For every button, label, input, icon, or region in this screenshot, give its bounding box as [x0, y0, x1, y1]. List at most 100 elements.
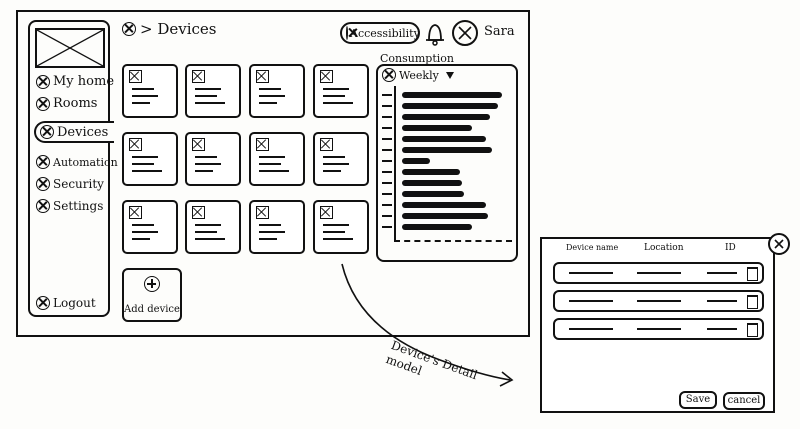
sidebar-item-my-home[interactable]: My home	[36, 74, 114, 89]
notification-bell-icon[interactable]	[424, 20, 446, 46]
chart-tick	[382, 149, 392, 151]
device-icon	[192, 206, 205, 219]
device-card[interactable]	[185, 200, 241, 254]
device-card-line	[195, 156, 217, 158]
annotation-arrow	[341, 263, 514, 387]
device-card-line	[132, 163, 154, 165]
column-header-location: Location	[644, 243, 684, 253]
chart-bar	[402, 136, 486, 142]
device-card-line	[132, 238, 150, 240]
device-card[interactable]	[249, 64, 305, 118]
device-card[interactable]	[249, 132, 305, 186]
device-card[interactable]	[313, 64, 369, 118]
devices-breadcrumb-icon	[122, 22, 136, 36]
consumption-title: Consumption	[380, 52, 454, 65]
device-card-line	[195, 102, 225, 104]
chart-bar	[402, 92, 502, 98]
device-detail-modal	[540, 237, 775, 413]
device-card-line	[259, 163, 281, 165]
device-card-line	[132, 156, 158, 158]
device-icon	[256, 206, 269, 219]
device-card[interactable]	[185, 132, 241, 186]
sidebar-item-automation[interactable]: Automation	[36, 155, 118, 169]
add-device-button[interactable]: Add device	[122, 268, 182, 322]
chart-bar	[402, 213, 488, 219]
accessibility-button[interactable]: Accessibility	[340, 22, 420, 44]
app-frame	[16, 10, 530, 337]
device-card-line	[259, 170, 289, 172]
save-button[interactable]: Save	[679, 391, 717, 409]
cancel-button[interactable]: cancel	[723, 392, 765, 410]
sidebar-item-settings[interactable]: Settings	[36, 199, 103, 213]
chart-tick	[382, 116, 392, 118]
modal-close-button[interactable]	[768, 233, 790, 255]
logout-button[interactable]: Logout	[36, 296, 96, 310]
sidebar-item-rooms[interactable]: Rooms	[36, 96, 97, 111]
device-card-line	[195, 238, 225, 240]
device-card-line	[195, 95, 217, 97]
device-card-line	[132, 170, 162, 172]
device-card-line	[259, 224, 281, 226]
trash-icon[interactable]	[747, 323, 758, 337]
table-row[interactable]	[553, 290, 764, 312]
device-icon	[320, 138, 333, 151]
chart-bar	[402, 147, 492, 153]
user-name: Sara	[484, 24, 515, 39]
device-card-line	[259, 156, 285, 158]
device-card-line	[195, 224, 221, 226]
chart-bar	[402, 169, 460, 175]
device-card[interactable]	[185, 64, 241, 118]
sidebar-item-devices[interactable]: Devices	[34, 121, 114, 143]
device-card-line	[323, 88, 349, 90]
period-dropdown[interactable]: Weekly	[382, 68, 454, 82]
table-row[interactable]	[553, 262, 764, 284]
close-icon	[774, 239, 784, 249]
accessibility-icon	[346, 26, 348, 40]
trash-icon[interactable]	[747, 267, 758, 281]
chart-tick	[382, 226, 392, 228]
device-card[interactable]	[313, 200, 369, 254]
security-icon	[36, 177, 50, 191]
settings-icon	[36, 199, 50, 213]
device-card-line	[323, 156, 345, 158]
user-avatar[interactable]	[452, 20, 478, 46]
period-icon	[382, 68, 396, 82]
automation-icon	[36, 155, 50, 169]
device-card-line	[132, 102, 150, 104]
chart-bar	[402, 202, 486, 208]
chart-bar	[402, 191, 464, 197]
chart-tick	[382, 127, 392, 129]
devices-icon	[40, 125, 54, 139]
device-card-line	[323, 102, 353, 104]
device-card[interactable]	[313, 132, 369, 186]
chart-tick	[382, 94, 392, 96]
chart-bar	[402, 114, 490, 120]
chart-bar	[402, 180, 462, 186]
device-card[interactable]	[122, 132, 178, 186]
device-card-line	[132, 88, 154, 90]
device-card-line	[259, 231, 285, 233]
device-card-line	[259, 95, 285, 97]
device-icon	[129, 138, 142, 151]
device-card-line	[323, 224, 349, 226]
device-icon	[192, 138, 205, 151]
chart-bar	[402, 103, 498, 109]
device-card[interactable]	[249, 200, 305, 254]
sidebar-item-security[interactable]: Security	[36, 177, 104, 191]
device-card[interactable]	[122, 64, 178, 118]
device-card-line	[132, 95, 158, 97]
column-header-device-name: Device name	[566, 243, 619, 252]
chart-tick	[382, 171, 392, 173]
breadcrumb-text: > Devices	[140, 20, 217, 38]
device-icon	[256, 138, 269, 151]
device-card-line	[323, 163, 349, 165]
device-card-line	[195, 170, 213, 172]
table-row[interactable]	[553, 318, 764, 340]
device-card[interactable]	[122, 200, 178, 254]
chart-x-axis	[394, 240, 512, 242]
trash-icon[interactable]	[747, 295, 758, 309]
consumption-panel	[376, 64, 518, 262]
sidebar	[28, 20, 110, 317]
device-icon	[320, 70, 333, 83]
device-card-line	[195, 231, 217, 233]
